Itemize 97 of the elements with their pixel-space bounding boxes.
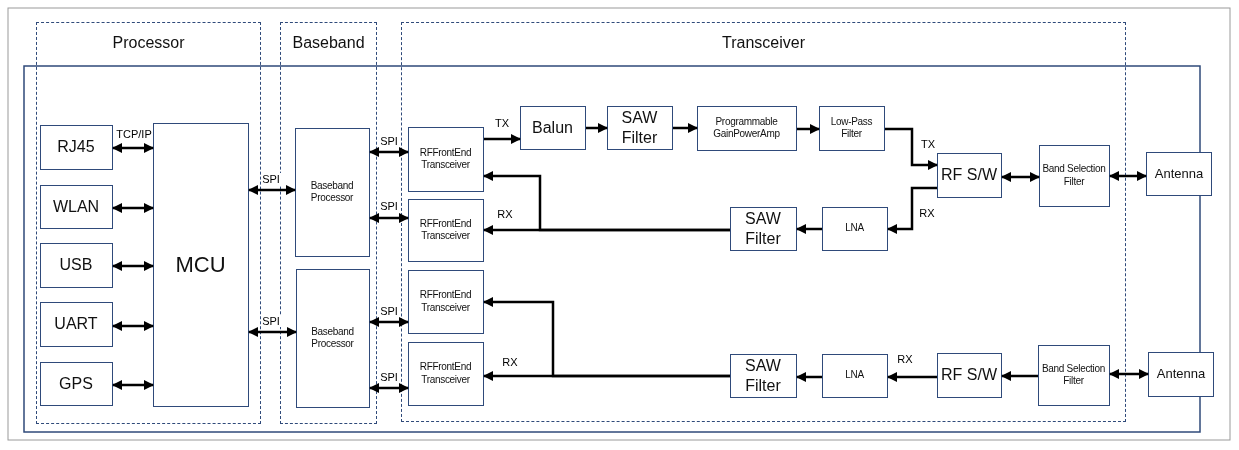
arrow [1109, 171, 1147, 181]
block-box [1146, 152, 1212, 196]
block-box [696, 105, 797, 151]
block-label: RF S/W [941, 165, 997, 185]
block-box [818, 105, 885, 151]
block-label: Programmable GainPowerAmp [712, 115, 781, 141]
block-label: SAW Filter [744, 355, 782, 396]
edge-label: SPI [261, 315, 281, 327]
block-box [39, 242, 113, 288]
edge-label: TCP/IP [115, 128, 153, 140]
block-label: LNA [845, 369, 864, 382]
arrow [369, 213, 409, 223]
block-label: Baseband Processor [309, 179, 355, 205]
edge-label: RX [501, 356, 519, 368]
block-label: Baseband Processor [310, 325, 355, 351]
group-frame [401, 22, 1126, 422]
block-label: Antenna [1154, 165, 1204, 183]
block-box [936, 152, 1002, 198]
arrow [484, 134, 521, 144]
block-box [606, 105, 673, 150]
block-label: RJ45 [57, 137, 95, 157]
group-title: Transceiver [722, 33, 805, 53]
edge-label: SPI [379, 371, 399, 383]
arrow [796, 224, 822, 234]
block-box [1037, 344, 1110, 406]
block-box [39, 184, 113, 229]
block-box [821, 353, 888, 398]
edge-label: SPI [379, 200, 399, 212]
block-label: Balun [532, 117, 573, 138]
edge-label: SPI [379, 135, 399, 147]
block-box [821, 206, 888, 251]
arrow [887, 372, 937, 382]
block-label: USB [59, 255, 93, 275]
block-label: SAW Filter [744, 208, 782, 249]
block-label: RF S/W [941, 365, 997, 385]
block-label: GPS [59, 373, 93, 394]
block-label: MCU [175, 250, 226, 279]
block-box [407, 269, 484, 334]
arrow [112, 261, 154, 271]
block-box [407, 341, 484, 406]
arrow [796, 372, 822, 382]
block-box [1038, 144, 1110, 207]
block-label: SAW Filter [620, 107, 659, 148]
arrow [1001, 371, 1038, 381]
edge-label: SPI [261, 173, 281, 185]
block-box [39, 361, 113, 406]
block-box [729, 353, 797, 398]
arrow [369, 317, 409, 327]
edge-label: TX [493, 117, 511, 129]
arrow [673, 123, 698, 133]
arrow [112, 203, 154, 213]
arrow [248, 327, 297, 337]
block-box [729, 206, 797, 251]
block-box [407, 198, 484, 262]
block-label: UART [54, 314, 98, 334]
block-label: RFFrontEnd Transceiver [418, 289, 473, 314]
arrow [1001, 172, 1040, 182]
block-label: Band Selection Filter [1040, 362, 1107, 388]
block-label: LNA [845, 222, 864, 235]
block-box [294, 127, 370, 257]
block-box [295, 268, 370, 408]
arrow [369, 383, 409, 393]
block-box [152, 122, 249, 407]
block-label: WLAN [52, 196, 100, 217]
group-frame [280, 22, 377, 424]
block-box [936, 352, 1002, 398]
arrow [112, 143, 154, 153]
block-box [1148, 352, 1214, 397]
block-box [39, 301, 113, 347]
arrow [248, 185, 296, 195]
block-label: Band Selection Filter [1041, 163, 1107, 188]
block-label: Low-Pass Filter [829, 115, 874, 141]
block-box [407, 126, 484, 192]
arrow [112, 321, 154, 331]
arrow [885, 127, 938, 170]
arrow [797, 124, 820, 134]
group-frame [36, 22, 261, 424]
block-label: Antenna [1156, 366, 1206, 383]
edge-label: TX [919, 138, 937, 150]
block-label: RFFrontEnd Transceiver [418, 217, 473, 243]
arrow [369, 147, 409, 157]
block-box [39, 124, 113, 170]
group-title: Processor [112, 33, 185, 53]
arrow [483, 171, 730, 232]
arrow [887, 186, 937, 234]
arrow [586, 123, 608, 133]
block-label: RFFrontEnd Transceiver [418, 361, 473, 386]
edge-label: RX [896, 353, 914, 365]
edge-label: RX [918, 207, 936, 219]
block-box [519, 105, 586, 150]
block-label: RFFrontEnd Transceiver [418, 146, 473, 172]
arrow [1109, 369, 1149, 379]
arrow [112, 380, 154, 390]
edge-label: RX [496, 208, 514, 220]
group-title: Baseband [292, 33, 365, 53]
arrow [483, 297, 730, 378]
edge-label: SPI [379, 305, 399, 317]
